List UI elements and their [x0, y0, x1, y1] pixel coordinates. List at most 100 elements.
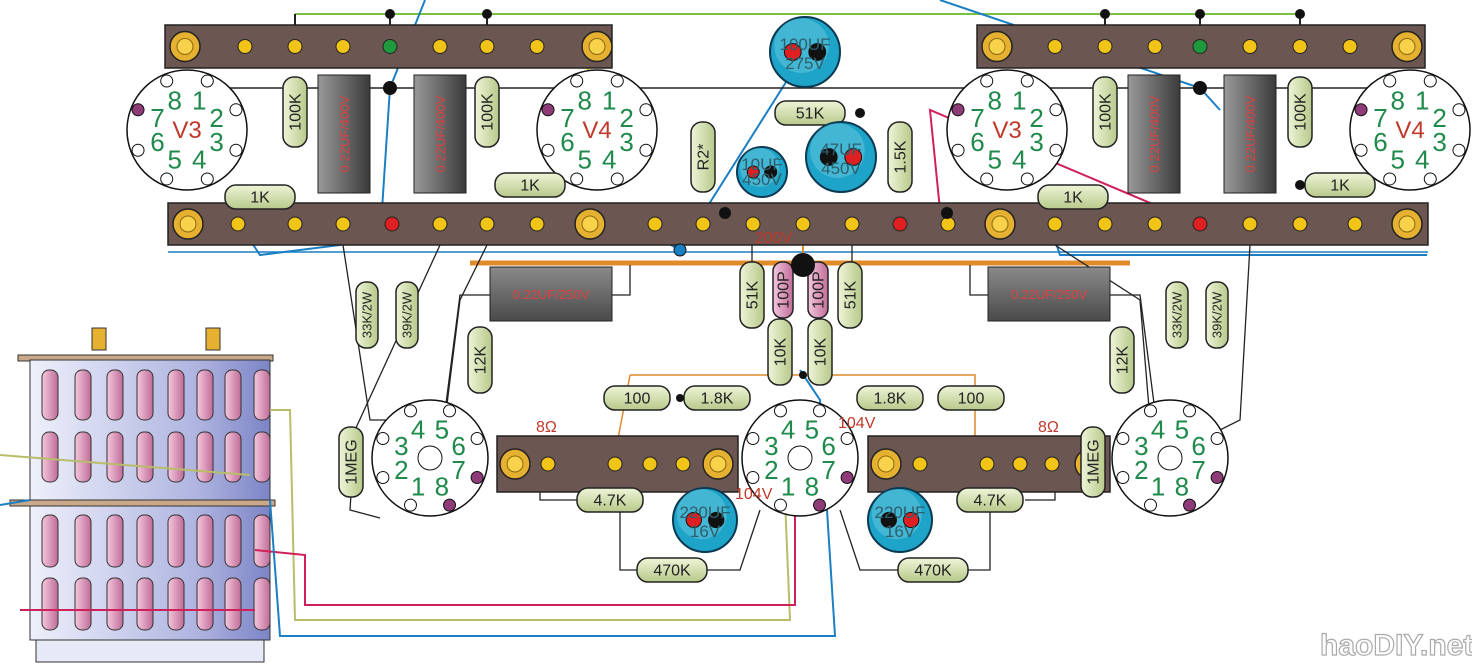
terminal-lug-hole	[1398, 38, 1416, 55]
bank-resistor	[74, 577, 92, 631]
pin-number: 4	[411, 414, 425, 444]
socket-pin-hole	[1143, 404, 1157, 418]
resistor-label: 10K	[773, 337, 790, 366]
resistor-body	[772, 261, 794, 319]
socket-pin-hole	[1383, 172, 1397, 186]
pin-number: 1	[411, 472, 425, 502]
pin-number: 4	[1151, 414, 1165, 444]
resistor-body	[774, 100, 846, 126]
film-capacitor: 0.22UF/400V	[317, 74, 371, 194]
film-capacitor-body	[413, 74, 467, 194]
terminal-eyelet	[979, 456, 995, 472]
tube-label: V3	[172, 117, 201, 144]
socket-pin-hole	[131, 103, 145, 117]
resistor-body	[837, 261, 863, 329]
bank-resistor	[41, 369, 59, 421]
pin-number: 6	[560, 127, 574, 157]
socket-outline	[1349, 69, 1471, 191]
resistor-label: 1MEG	[344, 439, 361, 484]
socket-pin-hole	[1049, 103, 1063, 117]
resistor-body	[636, 557, 708, 583]
socket-pin-hole	[1183, 498, 1197, 512]
pin-number: 2	[619, 103, 633, 133]
terminal-lug-hole	[588, 38, 606, 55]
resistor-label: 10K	[813, 337, 830, 366]
resistor-body	[494, 172, 566, 198]
bank-resistor	[224, 369, 242, 421]
socket-pin-hole	[980, 172, 994, 186]
resistor-body	[603, 385, 671, 411]
capacitor-voltage: 450V	[821, 159, 861, 178]
pin-number: 5	[805, 414, 819, 444]
resistor-label: 4.7K	[974, 493, 1007, 510]
socket-key	[787, 445, 813, 471]
resistor-51k: 51K	[837, 261, 863, 329]
capacitor-voltage: 450V	[742, 170, 782, 189]
resistor-100k: 100K	[1287, 76, 1313, 148]
bank-resistor	[41, 577, 59, 631]
terminal-eyelet	[1342, 39, 1358, 54]
socket-pin-hole	[1210, 471, 1224, 485]
socket-pin-hole	[160, 172, 174, 186]
pin-number: 6	[1191, 431, 1205, 461]
capacitor-voltage: 16V	[885, 522, 916, 541]
resistor-label: 100K	[288, 93, 305, 131]
watermark: haoDIY.net	[1320, 629, 1472, 662]
bank-resistor	[136, 514, 154, 568]
resistor-body	[807, 318, 833, 386]
terminal-eyelet	[642, 456, 658, 472]
socket-pin-hole	[541, 103, 555, 117]
terminal-eyelet	[384, 216, 400, 232]
pin-number: 4	[1012, 145, 1026, 175]
pin-number: 6	[1373, 127, 1387, 157]
resistor-label: R2*	[696, 144, 713, 171]
film-capacitor: 0.22UF/400V	[1127, 74, 1181, 194]
film-capacitor-body	[317, 74, 371, 194]
resistor-body	[576, 487, 644, 513]
film-capacitor-body	[987, 266, 1111, 322]
film-capacitor-label: 0.22UF/400V	[1147, 95, 1162, 172]
terminal-eyelet	[795, 216, 811, 232]
resistor-label: 12K	[473, 345, 490, 374]
terminal-eyelet	[287, 216, 303, 232]
terminal-eyelet	[237, 39, 253, 54]
pin-number: 5	[435, 414, 449, 444]
resistor-100: 100	[937, 385, 1005, 411]
resistor-label: 1.5K	[893, 140, 910, 173]
output-label-right: 8Ω	[1038, 419, 1059, 436]
socket-pin-hole	[813, 498, 827, 512]
pin-number: 4	[602, 145, 616, 175]
resistor-body	[1092, 76, 1118, 148]
socket-pin-hole	[160, 74, 174, 88]
bank-resistor	[136, 369, 154, 421]
socket-pin-hole	[229, 143, 243, 157]
pin-number: 1	[1415, 85, 1429, 115]
socket-pin-hole	[639, 143, 653, 157]
terminal-strip-top-right	[976, 24, 1426, 69]
capacitor-voltage: 16V	[690, 522, 721, 541]
resistor-label: 33K/2W	[360, 291, 375, 338]
resistor-47k: 4.7K	[576, 487, 644, 513]
bank-resistor	[106, 431, 124, 483]
capacitor-terminal	[783, 43, 802, 61]
socket-pin-hole	[1423, 172, 1437, 186]
socket-pin-hole	[376, 431, 390, 445]
socket-pin-hole	[951, 143, 965, 157]
terminal-eyelet	[1147, 216, 1163, 232]
terminal-eyelet	[529, 216, 545, 232]
resistor-100k: 100K	[1092, 76, 1118, 148]
pin-number: 7	[821, 455, 835, 485]
socket-pin-hole	[1423, 74, 1437, 88]
resistor-39k2w: 39K/2W	[1205, 281, 1229, 349]
socket-outline	[536, 69, 658, 191]
socket-pin-hole	[1452, 103, 1466, 117]
resistor-body	[338, 426, 364, 498]
resistor-51k: 51K	[739, 261, 765, 329]
film-capacitor-label: 0.22UF/400V	[337, 95, 352, 172]
film-capacitor-body	[489, 266, 613, 322]
resistor-label: 1MEG	[1086, 439, 1103, 484]
resistor-body	[739, 261, 765, 329]
terminal-lug-hole	[877, 455, 895, 473]
